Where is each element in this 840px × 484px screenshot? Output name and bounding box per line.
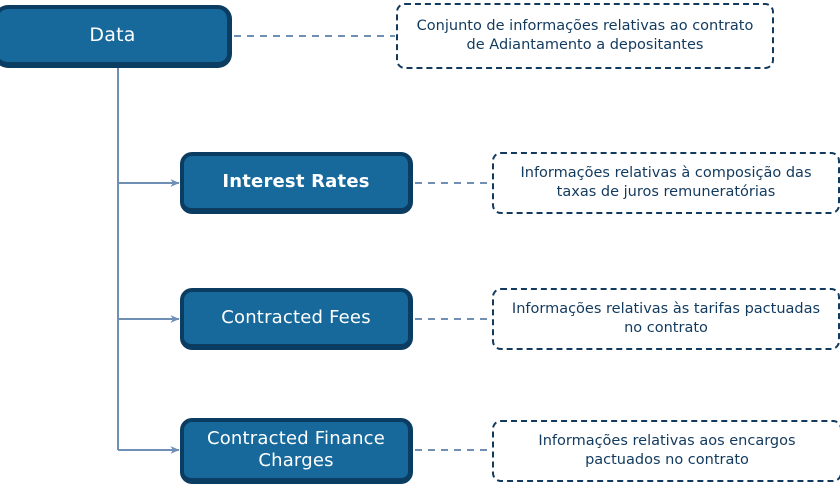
note-contracted-fees-text: Informações relativas às tarifas pactuad…: [511, 300, 821, 336]
node-contracted-fees[interactable]: Contracted Fees: [180, 288, 413, 350]
node-data[interactable]: Data: [0, 5, 232, 68]
node-contracted-finance-charges[interactable]: Contracted Finance Charges: [180, 418, 413, 484]
note-data: Conjunto de informações relativas ao con…: [396, 3, 774, 69]
note-data-text: Conjunto de informações relativas ao con…: [416, 17, 754, 53]
node-contracted-finance-charges-label: Contracted Finance Charges: [206, 428, 386, 471]
note-contracted-finance-charges: Informações relativas aos encargos pactu…: [492, 420, 840, 482]
note-contracted-finance-charges-text: Informações relativas aos encargos pactu…: [538, 432, 796, 468]
node-interest-rates-label: Interest Rates: [222, 171, 370, 193]
note-interest-rates-text: Informações relativas à composição das t…: [520, 164, 812, 200]
node-interest-rates[interactable]: Interest Rates: [180, 152, 413, 214]
note-interest-rates: Informações relativas à composição das t…: [492, 152, 840, 214]
node-data-label: Data: [89, 24, 136, 47]
note-contracted-fees: Informações relativas às tarifas pactuad…: [492, 288, 840, 350]
node-contracted-fees-label: Contracted Fees: [221, 307, 371, 329]
